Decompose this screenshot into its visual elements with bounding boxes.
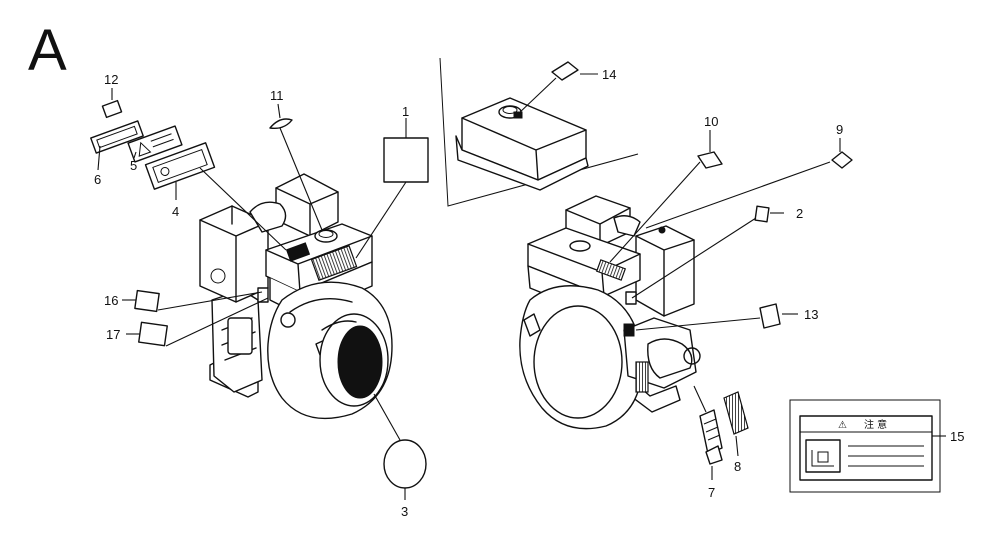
- part-1-decal: [383, 137, 429, 183]
- callout-6: 6: [94, 172, 101, 187]
- callout-11: 11: [270, 88, 284, 103]
- callouts: 12 6 5 4 11 1 16 17 3 14 10 9 2 13 7 8 1…: [94, 67, 964, 519]
- part-16-decal: [134, 289, 160, 313]
- callout-5: 5: [130, 158, 137, 173]
- callout-16: 16: [104, 293, 118, 308]
- warning-triangle-icon: ⚠: [838, 420, 847, 431]
- inset-fuel-tank: [439, 57, 639, 207]
- callout-9: 9: [836, 122, 843, 137]
- part-13-decal: [759, 303, 781, 329]
- part-11-decal: [269, 118, 293, 130]
- callout-7: 7: [708, 485, 715, 500]
- callout-3: 3: [401, 504, 408, 519]
- part-15-warning-label: ⚠ 注 意: [789, 399, 941, 493]
- part-14-decal: [551, 61, 579, 81]
- part-4-decal: [144, 142, 216, 190]
- part-7-decal: [699, 409, 723, 465]
- callout-14: 14: [602, 67, 616, 82]
- left-engine: [199, 173, 393, 420]
- part-10-decal: [697, 151, 723, 169]
- part-2-decal: [754, 205, 770, 223]
- part-12-decal: [101, 99, 123, 119]
- part-5-decal: [127, 125, 183, 163]
- callout-1: 1: [402, 104, 409, 119]
- callout-12: 12: [104, 72, 118, 87]
- section-label: A: [28, 18, 67, 83]
- callout-10: 10: [704, 114, 718, 129]
- part-9-decal: [831, 151, 853, 169]
- callout-13: 13: [804, 307, 818, 322]
- callout-8: 8: [734, 459, 741, 474]
- warning-heading: 注 意: [864, 418, 887, 431]
- right-engine: [519, 195, 701, 430]
- callout-15: 15: [950, 429, 964, 444]
- part-8-decal: [723, 391, 749, 435]
- part-6-decal: [90, 120, 144, 154]
- leader-lines: [97, 73, 946, 500]
- callout-17: 17: [106, 327, 120, 342]
- callout-2: 2: [796, 206, 803, 221]
- callout-4: 4: [172, 204, 179, 219]
- part-17-decal: [138, 321, 168, 347]
- part-3-seal: [383, 439, 427, 489]
